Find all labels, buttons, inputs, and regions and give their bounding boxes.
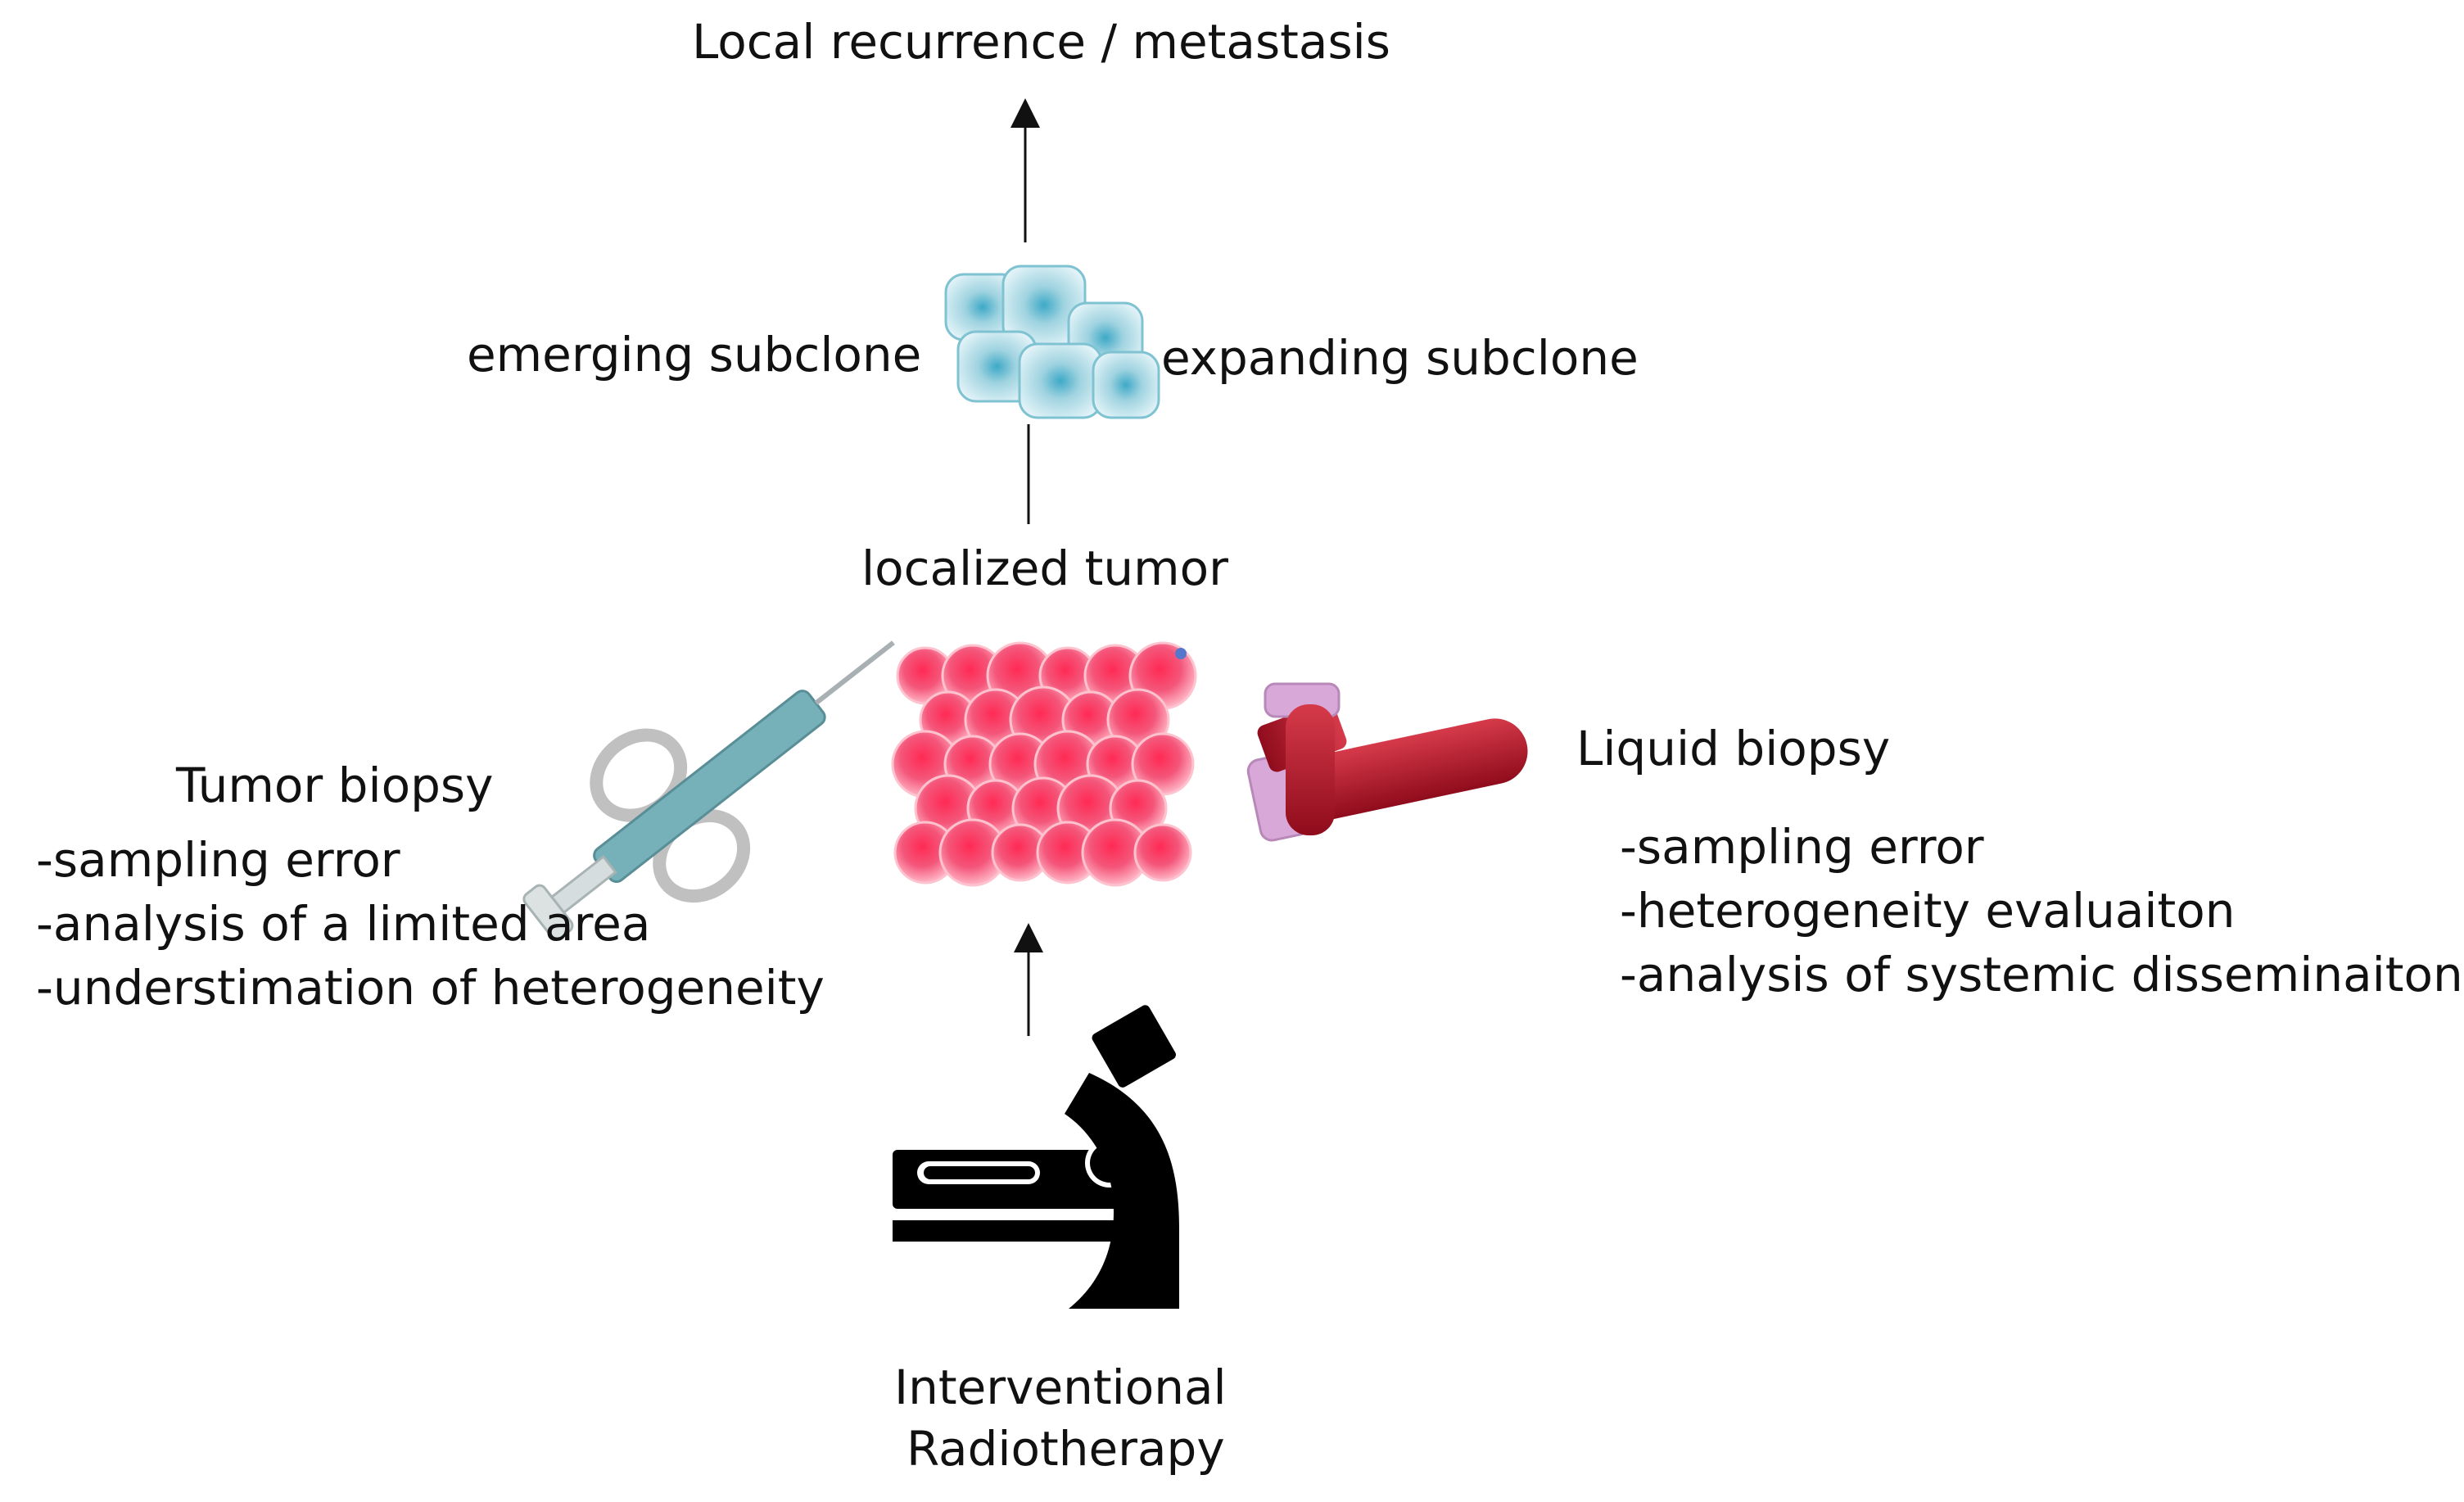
tumor-biopsy-points: -sampling error -analysis of a limited a… xyxy=(36,828,825,1020)
syringe-icon xyxy=(522,640,895,941)
localized-tumor-label: localized tumor xyxy=(861,541,1228,596)
tumor-biopsy-point: -sampling error xyxy=(36,832,400,888)
liquid-biopsy-points: -sampling error -heterogeneity evaluaito… xyxy=(1620,815,2463,1007)
radiotherapy-machine-icon xyxy=(893,1005,1179,1309)
tumor-biopsy-point: -understimation of heterogeneity xyxy=(36,960,825,1016)
bottom-label-line-1: Interventional xyxy=(894,1359,1227,1415)
liquid-biopsy-point: -analysis of systemic disseminaiton xyxy=(1620,947,2463,1002)
expanding-subclone-label: expanding subclone xyxy=(1161,330,1639,386)
bottom-label-line-2: Radiotherapy xyxy=(906,1421,1225,1477)
tumor-cell xyxy=(1133,823,1192,882)
tumor-biopsy-title: Tumor biopsy xyxy=(176,758,494,813)
top-label: Local recurrence / metastasis xyxy=(692,14,1391,70)
blood-tubes-icon xyxy=(1246,682,1528,842)
liquid-biopsy-point: -heterogeneity evaluaiton xyxy=(1620,883,2236,939)
liquid-biopsy-point: -sampling error xyxy=(1620,819,1984,875)
cell-cluster-icon xyxy=(944,265,1160,419)
small-dot xyxy=(1175,648,1187,659)
liquid-biopsy-title: Liquid biopsy xyxy=(1576,721,1891,776)
tumor-cells-icon xyxy=(891,641,1197,887)
tumor-biopsy-point: -analysis of a limited area xyxy=(36,896,651,952)
emerging-subclone-label: emerging subclone xyxy=(467,327,922,382)
